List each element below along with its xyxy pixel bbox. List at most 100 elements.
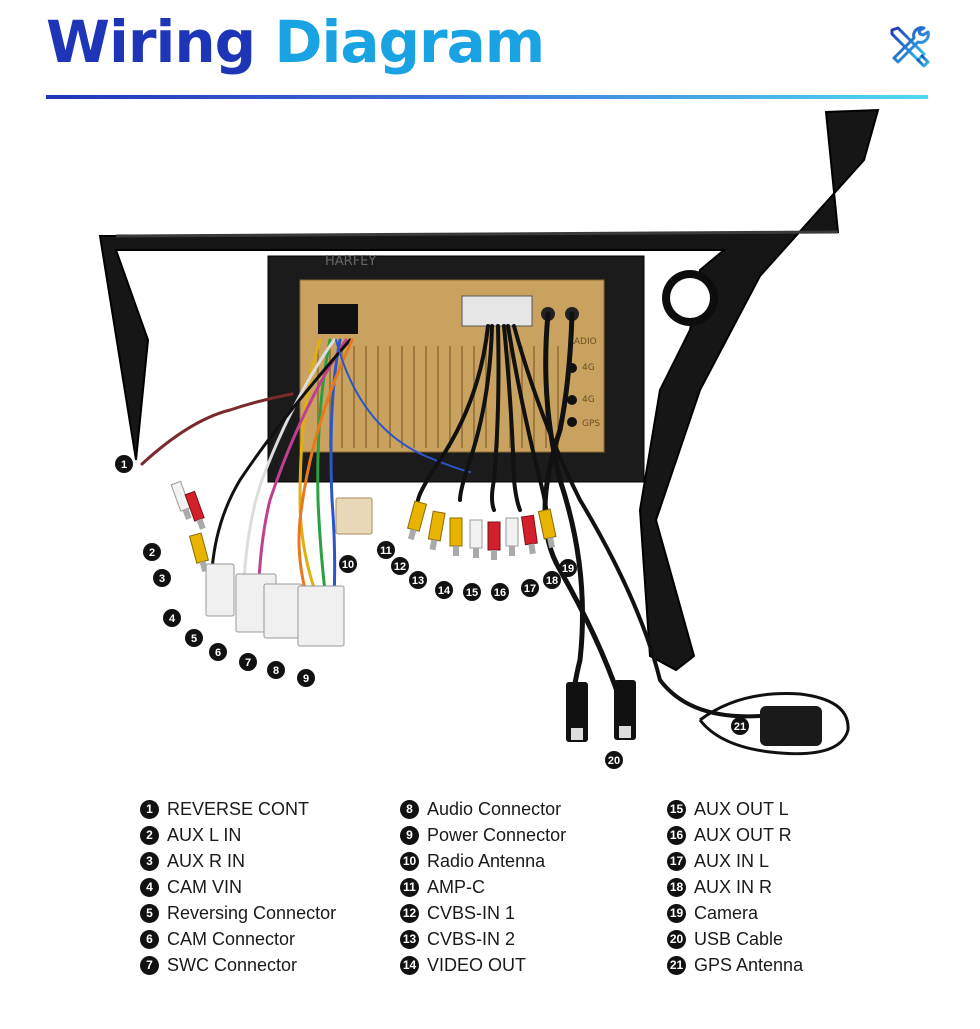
tools-icon xyxy=(890,26,930,68)
legend-number: 15 xyxy=(667,799,686,819)
callout-16: 16 xyxy=(491,583,509,601)
legend-label: Audio Connector xyxy=(427,798,562,819)
callout-8: 8 xyxy=(267,661,285,679)
legend-label: SWC Connector xyxy=(167,954,298,975)
legend-label: CVBS-IN 1 xyxy=(427,902,516,923)
legend-number: 13 xyxy=(400,929,419,949)
callout-markers: 1 2 3 4 5 6 7 8 9 10 11 12 13 14 15 16 1… xyxy=(115,455,749,769)
legend-item: 7 SWC Connector xyxy=(140,952,336,978)
callout-13: 13 xyxy=(409,571,427,589)
callout-3: 3 xyxy=(153,569,171,587)
callout-21: 21 xyxy=(731,717,749,735)
title-word-2: Diagram xyxy=(274,8,545,76)
usb-plugs xyxy=(566,680,636,742)
svg-text:16: 16 xyxy=(494,587,506,599)
svg-text:4: 4 xyxy=(169,613,176,625)
legend-number: 11 xyxy=(400,877,419,897)
port-label-4g-1: 4G xyxy=(582,363,595,373)
callout-18: 18 xyxy=(543,571,561,589)
legend-number: 14 xyxy=(400,955,419,975)
legend-number: 3 xyxy=(140,851,159,871)
brand-mark: HARFEY xyxy=(325,254,376,269)
svg-text:21: 21 xyxy=(734,721,746,733)
legend-item: 2 AUX L IN xyxy=(140,822,336,848)
svg-text:6: 6 xyxy=(215,647,221,659)
legend-label: VIDEO OUT xyxy=(427,954,527,975)
svg-text:14: 14 xyxy=(438,585,451,597)
svg-text:18: 18 xyxy=(546,575,558,587)
legend-label: AUX IN L xyxy=(694,850,770,871)
legend-label: Radio Antenna xyxy=(427,850,546,871)
wiring-diagram: HARFEY RADIO 4G 4G GPS xyxy=(98,108,880,769)
callout-2: 2 xyxy=(143,543,161,561)
callout-20: 20 xyxy=(605,751,623,769)
legend-number: 10 xyxy=(400,851,419,871)
legend-item: 10 Radio Antenna xyxy=(400,848,566,874)
legend-column-2: 8 Audio Connector 9 Power Connector 10 Radio … xyxy=(400,796,566,978)
port-label-gps: GPS xyxy=(582,419,600,429)
legend-number: 8 xyxy=(400,799,419,819)
callout-11: 11 xyxy=(377,541,395,559)
legend-number: 7 xyxy=(140,955,159,975)
legend-item: 5 Reversing Connector xyxy=(140,900,336,926)
callout-19: 19 xyxy=(559,559,577,577)
legend-item: 13 CVBS-IN 2 xyxy=(400,926,566,952)
legend-number: 21 xyxy=(667,955,686,975)
legend-item: 12 CVBS-IN 1 xyxy=(400,900,566,926)
svg-text:3: 3 xyxy=(159,573,165,585)
svg-text:5: 5 xyxy=(191,633,197,645)
legend-number: 6 xyxy=(140,929,159,949)
svg-text:11: 11 xyxy=(380,545,392,557)
legend-label: AUX OUT R xyxy=(694,824,792,845)
legend-label: AUX OUT L xyxy=(694,798,789,819)
legend-label: AUX L IN xyxy=(167,824,242,845)
legend-number: 12 xyxy=(400,903,419,923)
legend-number: 5 xyxy=(140,903,159,923)
callout-4: 4 xyxy=(163,609,181,627)
legend-item: 14 VIDEO OUT xyxy=(400,952,566,978)
legend-label: Power Connector xyxy=(427,824,567,845)
legend-label: USB Cable xyxy=(694,928,784,949)
legend-item: 3 AUX R IN xyxy=(140,848,336,874)
legend-label: CVBS-IN 2 xyxy=(427,928,516,949)
legend-number: 20 xyxy=(667,929,686,949)
callout-17: 17 xyxy=(521,579,539,597)
legend-number: 19 xyxy=(667,903,686,923)
svg-text:19: 19 xyxy=(562,563,574,575)
harness-connectors xyxy=(205,497,373,647)
title-underline xyxy=(46,95,928,99)
legend-label: AUX IN R xyxy=(694,876,773,897)
legend-label: Reversing Connector xyxy=(167,902,337,923)
port-label-radio: RADIO xyxy=(568,337,597,347)
svg-text:10: 10 xyxy=(342,559,354,571)
legend-item: 21 GPS Antenna xyxy=(667,952,803,978)
legend-label: GPS Antenna xyxy=(694,954,804,975)
legend-number: 2 xyxy=(140,825,159,845)
legend-label: CAM VIN xyxy=(167,876,243,897)
svg-text:7: 7 xyxy=(245,657,251,669)
svg-text:12: 12 xyxy=(394,561,406,573)
callout-15: 15 xyxy=(463,583,481,601)
legend-item: 19 Camera xyxy=(667,900,803,926)
svg-text:17: 17 xyxy=(524,583,536,595)
legend-number: 9 xyxy=(400,825,419,845)
legend-item: 20 USB Cable xyxy=(667,926,803,952)
svg-text:13: 13 xyxy=(412,575,424,587)
callout-10: 10 xyxy=(339,555,357,573)
legend-label: Camera xyxy=(694,902,759,923)
callout-14: 14 xyxy=(435,581,453,599)
svg-text:20: 20 xyxy=(608,755,620,767)
legend-label: AUX R IN xyxy=(167,850,246,871)
callout-6: 6 xyxy=(209,643,227,661)
callout-7: 7 xyxy=(239,653,257,671)
port-label-4g-2: 4G xyxy=(582,395,595,405)
callout-5: 5 xyxy=(185,629,203,647)
